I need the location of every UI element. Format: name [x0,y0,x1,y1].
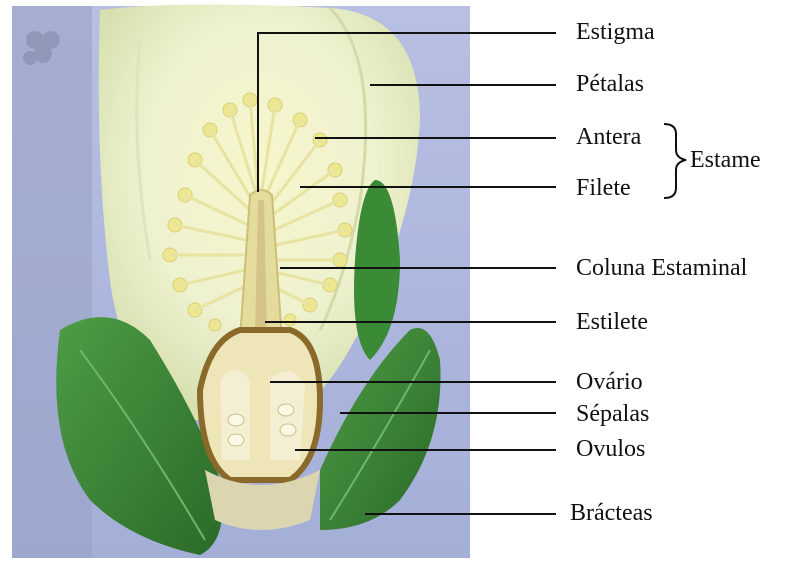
label-filete: Filete [576,176,631,200]
label-bracteas: Brácteas [570,501,653,525]
estame-brace [664,124,686,198]
label-estame: Estame [690,148,761,172]
label-antera: Antera [576,125,641,149]
label-estigma: Estigma [576,20,655,44]
label-sepalas: Sépalas [576,402,649,426]
label-ovario: Ovário [576,370,643,394]
label-coluna-estaminal: Coluna Estaminal [576,256,747,280]
label-ovulos: Ovulos [576,437,645,461]
leader-estigma [258,33,556,192]
label-estilete: Estilete [576,310,648,334]
label-petalas: Pétalas [576,72,644,96]
